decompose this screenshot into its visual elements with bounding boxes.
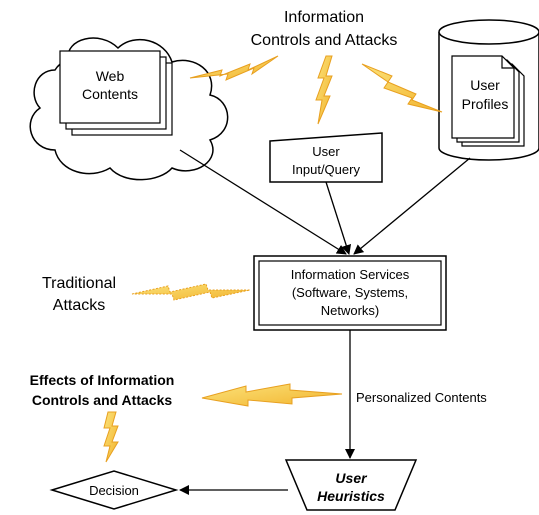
title-line-2: Controls and Attacks bbox=[251, 32, 398, 49]
web-contents-page-1 bbox=[59, 50, 161, 124]
info-services-label-1: Information Services bbox=[291, 267, 410, 282]
info-services-label-3: Networks) bbox=[321, 303, 380, 318]
user-input-label-2: Input/Query bbox=[292, 162, 360, 177]
user-profiles-label-2: Profiles bbox=[462, 96, 509, 112]
info-services-label-2: (Software, Systems, bbox=[292, 285, 408, 300]
lightning-bolt-icon bbox=[189, 55, 279, 81]
lightning-bolt-icon bbox=[361, 63, 443, 113]
effects-label-2: Controls and Attacks bbox=[32, 392, 172, 408]
web-contents-label-1: Web bbox=[96, 68, 125, 84]
lightning-bolt-icon bbox=[131, 283, 251, 301]
web-contents-label-2: Contents bbox=[82, 86, 138, 102]
decision-diamond: Decision bbox=[49, 470, 179, 510]
user-input-label-1: User bbox=[312, 144, 340, 159]
title-line-1: Information bbox=[284, 9, 364, 26]
lightning-bolt-icon bbox=[315, 55, 333, 125]
personalized-contents-label: Personalized Contents bbox=[356, 390, 487, 405]
arrow-web-to-services bbox=[179, 149, 347, 255]
user-profiles-pages bbox=[451, 55, 525, 147]
traditional-attacks-label-2: Attacks bbox=[53, 297, 105, 314]
arrow-input-to-services bbox=[325, 181, 352, 255]
web-contents-cloud: Web Contents bbox=[29, 37, 229, 181]
lightning-bolt-icon bbox=[201, 383, 343, 407]
arrow-profiles-to-services bbox=[353, 157, 471, 255]
user-input-query: User Input/Query bbox=[269, 132, 383, 183]
user-heuristics-shape: User Heuristics bbox=[284, 459, 418, 511]
lightning-bolt-icon bbox=[103, 411, 119, 463]
traditional-attacks-label-1: Traditional bbox=[42, 275, 116, 292]
decision-label: Decision bbox=[89, 483, 139, 498]
information-services-box: Information Services (Software, Systems,… bbox=[253, 255, 447, 331]
user-profiles-database: User Profiles bbox=[438, 19, 539, 161]
effects-label-1: Effects of Information bbox=[30, 372, 175, 388]
user-profiles-label-1: User bbox=[470, 77, 500, 93]
user-heuristics-label-2: Heuristics bbox=[317, 488, 385, 504]
user-heuristics-label-1: User bbox=[335, 470, 368, 486]
